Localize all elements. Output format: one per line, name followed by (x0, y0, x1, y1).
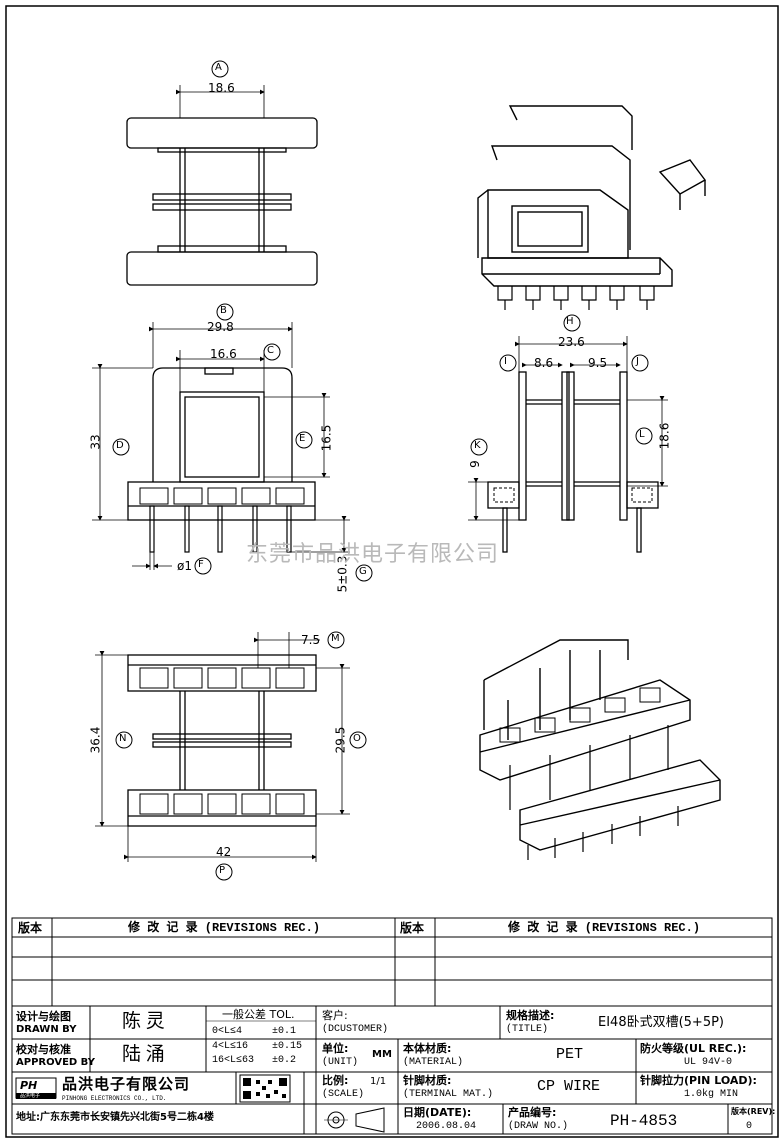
dim-pin-diameter: ø1 (177, 559, 192, 573)
projection-symbol (324, 1107, 385, 1133)
drawn-by-cn: 设计与绘图 (16, 1010, 71, 1023)
side-view (468, 336, 668, 553)
rev-value: 0 (746, 1121, 753, 1132)
label-p: P (219, 865, 226, 876)
approved-name: 陆 涌 (122, 1044, 165, 1065)
draw-no-value: PH-4853 (610, 1112, 678, 1130)
label-k: K (474, 440, 481, 451)
qr-code (239, 1074, 291, 1103)
label-i: I (504, 356, 507, 367)
customer-cn: 客户: (322, 1009, 348, 1022)
customer-en: (DCUSTOMER) (322, 1024, 389, 1035)
dim-front-width: 29.8 (207, 320, 234, 334)
date-cn: 日期(DATE): (403, 1106, 472, 1119)
isometric-view-bottom (479, 639, 721, 860)
dim-side-base: 9 (467, 460, 482, 468)
draw-no-cn: 产品编号: (508, 1106, 557, 1119)
dim-side-right: 9.5 (588, 356, 608, 370)
unit-cn: 单位: (322, 1042, 349, 1055)
label-f: F (198, 559, 204, 570)
approved-cn: 校对与核准 (16, 1043, 71, 1056)
dim-bottom-pitch: 7.5 (301, 633, 321, 647)
dim-bottom-height: 36.4 (88, 726, 103, 754)
title-en: (TITLE) (506, 1024, 549, 1035)
label-a: A (215, 62, 222, 73)
scale-value: 1/1 (370, 1076, 387, 1087)
terminal-value: CP WIRE (537, 1078, 601, 1095)
material-en: (MATERIAL) (403, 1057, 464, 1068)
dim-side-left: 8.6 (534, 356, 554, 370)
terminal-cn: 针脚材质: (403, 1074, 452, 1087)
tolerance-title: 一般公差 TOL. (222, 1008, 295, 1021)
rev-header-version-left: 版本 (18, 921, 43, 935)
material-value: PET (556, 1046, 584, 1063)
label-h: H (566, 316, 574, 327)
label-d: D (116, 440, 124, 451)
watermark: 东莞市品洪电子有限公司 (246, 542, 500, 567)
drawn-by-name: 陈 灵 (122, 1011, 165, 1032)
dim-bottom-width: 42 (216, 845, 232, 859)
dim-top-width: 18.6 (208, 81, 235, 95)
front-view (92, 322, 350, 570)
dim-window-height: 16.5 (319, 424, 334, 452)
dim-bottom-inner: 29.5 (333, 726, 348, 754)
isometric-view-top (477, 105, 707, 310)
label-b: B (220, 305, 227, 316)
tol-row3-value: ±0.2 (272, 1055, 297, 1066)
date-value: 2006.08.04 (416, 1121, 477, 1132)
tol-row2-value: ±0.15 (272, 1041, 303, 1052)
pin-load-value: 1.0kg MIN (684, 1089, 739, 1100)
rev-header-records-left: 修 改 记 录 (REVISIONS REC.) (128, 921, 321, 935)
dim-front-window: 16.6 (210, 347, 237, 361)
rev-header-version-right: 版本 (400, 921, 425, 935)
title-cn: 规格描述: (506, 1009, 555, 1022)
label-j: J (636, 356, 639, 367)
label-n: N (119, 733, 127, 744)
label-o: O (353, 733, 361, 744)
dim-side-width: 23.6 (558, 335, 585, 349)
approved-en: APPROVED BY (16, 1057, 95, 1068)
material-cn: 本体材质: (403, 1042, 452, 1055)
ul-rec-cn: 防火等级(UL REC.): (640, 1042, 747, 1055)
company-name-en: PINHONG ELECTRONICS CO., LTD. (62, 1095, 167, 1102)
unit-value: MM (372, 1049, 392, 1060)
logo-text: PH (20, 1079, 38, 1092)
title-value: EI48卧式双槽(5+5P) (598, 1015, 725, 1030)
tol-row1-range: 0<L≤4 (212, 1026, 243, 1037)
label-c: C (267, 345, 274, 356)
scale-cn: 比例: (322, 1074, 349, 1087)
top-view (126, 85, 318, 286)
pin-load-cn: 针脚拉力(PIN LOAD): (640, 1074, 757, 1087)
dim-side-height: 18.6 (657, 422, 672, 450)
bottom-view (95, 632, 350, 862)
label-m: M (331, 633, 340, 644)
dim-front-height: 33 (88, 434, 103, 450)
scale-en: (SCALE) (322, 1089, 365, 1100)
draw-no-en: (DRAW NO.) (508, 1121, 569, 1132)
label-l: L (639, 429, 645, 440)
ul-rec-value: UL 94V-0 (684, 1057, 733, 1068)
tol-row3-range: 16<L≤63 (212, 1055, 255, 1066)
rev-cn: 版本(REV): (731, 1107, 776, 1116)
company-address: 地址:广东东莞市长安镇先兴北街5号二栋4楼 (16, 1112, 214, 1123)
logo-sub: 品洪电子 (20, 1093, 41, 1099)
rev-header-records-right: 修 改 记 录 (REVISIONS REC.) (508, 921, 701, 935)
title-block (11, 1005, 773, 1135)
drawn-by-en: DRAWN BY (16, 1024, 77, 1035)
label-e: E (299, 433, 306, 444)
terminal-en: (TERMINAL MAT.) (403, 1089, 494, 1100)
company-name-cn: 品洪电子有限公司 (62, 1075, 191, 1093)
tol-row1-value: ±0.1 (272, 1026, 297, 1037)
tol-row2-range: 4<L≤16 (212, 1041, 249, 1052)
label-g: G (359, 566, 367, 577)
unit-en: (UNIT) (322, 1057, 359, 1068)
